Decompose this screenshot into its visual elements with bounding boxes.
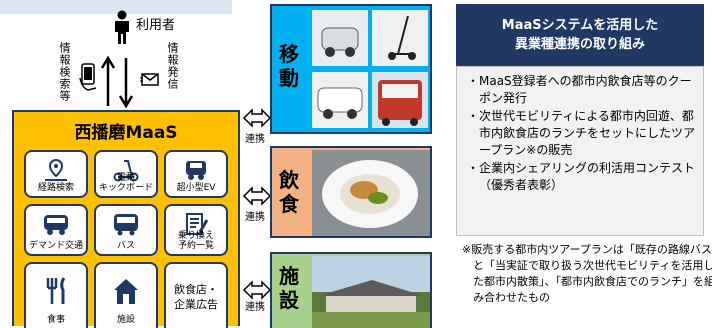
up-down-arrows-icon: [100, 56, 134, 108]
tile-restaurant-ads[interactable]: 飲食店・ 企業広告: [164, 262, 228, 328]
tile-label: デマンド交通: [28, 241, 83, 251]
tile-facility[interactable]: 施設: [94, 262, 158, 328]
tile-label: 経路検索: [37, 183, 74, 193]
bus-icon: [114, 214, 138, 236]
category-title: 移動: [279, 42, 299, 90]
mobility-photos: [312, 10, 428, 128]
maas-panel: 西播磨MaaS 経路検索 電動 キックボード 超小型EV: [12, 110, 240, 328]
maas-title: 西播磨MaaS: [74, 123, 178, 143]
footnote: ※販売する都市内ツアープランは「既存の路線バス」と「当実証で取り扱う次世代モビリ…: [462, 243, 712, 304]
user-label: 利用者: [136, 18, 176, 33]
tile-transfer-reservation[interactable]: 乗り換え 予約一覧: [164, 204, 228, 256]
renkei-label: 連携: [245, 212, 265, 223]
double-arrow-icon: [242, 186, 272, 206]
initiative-heading: MaaSシステムを活用した 異業種連携の取り組み: [456, 4, 704, 66]
tile-demand-transport[interactable]: デマンド交通: [24, 204, 88, 256]
small-ev-icon: [186, 161, 206, 180]
heading-line-1: MaaSシステムを活用した: [501, 18, 659, 33]
list-item: ・MaaS登録者への都市内飲食店等のクーポン発行: [467, 74, 692, 105]
initiative-list: ・MaaS登録者への都市内飲食店等のクーポン発行 ・次世代モビリティによる都市内…: [456, 66, 704, 236]
top-band: [0, 0, 232, 14]
tile-kickboard[interactable]: 電動 キックボード: [94, 150, 158, 198]
tile-label: 乗り換え 予約一覧: [177, 231, 214, 251]
food-photo: [312, 150, 430, 236]
tile-label: 施設: [116, 315, 135, 325]
user-icon: [115, 10, 129, 44]
tile-small-ev[interactable]: 超小型EV: [164, 150, 228, 198]
tile-label: バス: [116, 241, 135, 251]
facility-icon: [114, 279, 138, 304]
double-arrow-icon: [242, 108, 272, 128]
tile-label: 食事: [46, 315, 65, 325]
reservation-list-icon: [186, 213, 209, 235]
double-arrow-icon: [242, 280, 272, 300]
fork-knife-icon: [46, 277, 66, 304]
category-mobility: 移動: [270, 4, 432, 134]
mail-icon: [140, 73, 159, 86]
tile-bus[interactable]: バス: [94, 204, 158, 256]
category-facility: 施設: [270, 252, 432, 328]
list-item: ・次世代モビリティによる都市内回遊、都市内飲食店のランチをセットにしたツアープラ…: [467, 109, 696, 157]
info-search-text: 情報検索等: [58, 42, 71, 102]
smartphone-hand-icon: [79, 63, 97, 91]
tile-label: 電動 キックボード: [98, 173, 153, 193]
tile-label: 飲食店・ 企業広告: [174, 283, 218, 311]
heading-line-2: 異業種連携の取り組み: [514, 37, 645, 52]
category-food: 飲食: [270, 146, 432, 238]
demand-bus-icon: [44, 215, 68, 235]
tile-label: 超小型EV: [176, 183, 216, 193]
renkei-label: 連携: [245, 134, 265, 145]
category-title: 施設: [279, 264, 299, 312]
list-item: ・企業内シェアリングの利活用コンテスト（優秀者表彰）: [467, 161, 696, 192]
kickboard-icon: [113, 160, 139, 182]
tile-route-search[interactable]: 経路検索: [24, 150, 88, 198]
facility-photo: [312, 256, 430, 328]
info-send-text: 情報発信: [166, 42, 179, 90]
category-title: 飲食: [279, 168, 299, 216]
renkei-label: 連携: [245, 302, 265, 313]
tile-meal[interactable]: 食事: [24, 262, 88, 328]
route-search-icon: [45, 158, 67, 181]
